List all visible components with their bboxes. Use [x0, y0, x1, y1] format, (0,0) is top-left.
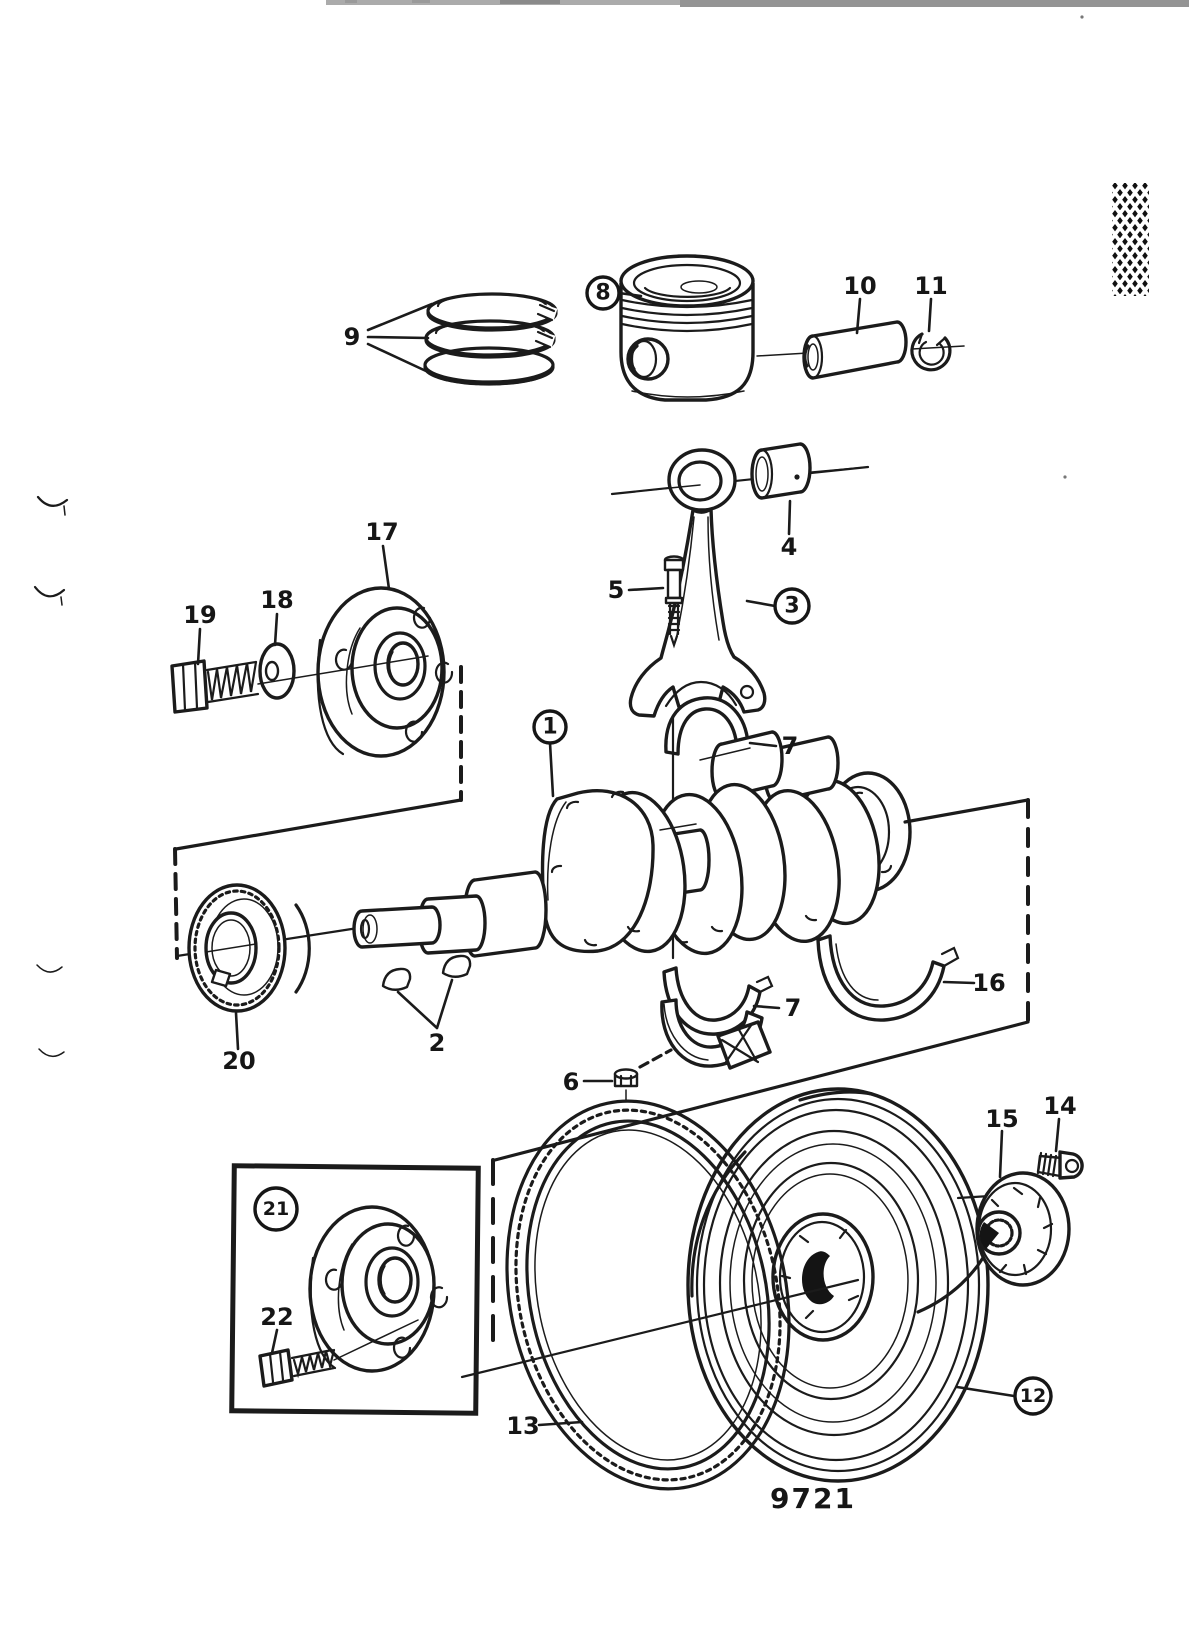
svg-text:18: 18 [260, 586, 293, 614]
callout-21: 21 [253, 1186, 299, 1232]
pulley-washer [258, 642, 296, 700]
callout-12: 12 [1013, 1376, 1053, 1416]
rod-axis-over2 [811, 466, 869, 473]
callout-20: 20 [222, 1047, 255, 1075]
svg-text:20: 20 [222, 1047, 255, 1075]
piston-pin-axis [756, 352, 809, 357]
piston-rings [423, 292, 558, 386]
svg-text:14: 14 [1043, 1092, 1076, 1120]
callout-22: 22 [260, 1303, 293, 1331]
piston-pin [802, 320, 908, 380]
callout-15: 15 [985, 1105, 1018, 1133]
edge-hatch-block [1112, 183, 1149, 296]
svg-text:6: 6 [563, 1068, 580, 1096]
woodruff-keys [381, 954, 472, 991]
callout-19: 19 [183, 601, 216, 629]
callout-16: 16 [972, 969, 1005, 997]
callout-6: 6 [563, 1068, 580, 1096]
box-pulley-axis [333, 1319, 419, 1361]
callout-9: 9 [344, 323, 361, 351]
callout-11: 11 [914, 272, 947, 300]
crankshaft [352, 730, 912, 958]
connecting-rod [628, 448, 767, 718]
callout-leader-lines [196, 291, 1061, 1427]
svg-text:3: 3 [784, 594, 799, 619]
circlip [910, 332, 952, 372]
svg-text:1: 1 [542, 715, 557, 740]
ring-gear [505, 1099, 791, 1491]
svg-text:7: 7 [782, 732, 799, 760]
rod-axis-over [639, 484, 701, 492]
flywheel-panel-lines [460, 1020, 1030, 1379]
svg-text:19: 19 [183, 601, 216, 629]
callout-2: 2 [429, 1029, 446, 1057]
callout-8: 8 [585, 275, 621, 311]
callout-10: 10 [843, 272, 876, 300]
explode-panel-lines [173, 665, 1030, 1024]
box-pulley [308, 1205, 449, 1373]
flywheel-hub [956, 1171, 1071, 1287]
box-pulley-bolt [258, 1348, 336, 1388]
svg-text:22: 22 [260, 1303, 293, 1331]
gear-axis-over [205, 943, 257, 953]
svg-text:17: 17 [365, 518, 398, 546]
svg-text:10: 10 [843, 272, 876, 300]
piston [619, 254, 755, 402]
callout-7: 7 [782, 732, 799, 760]
svg-text:11: 11 [914, 272, 947, 300]
callout-5: 5 [608, 576, 625, 604]
svg-text:9: 9 [344, 323, 361, 351]
pulley-axis-line [257, 655, 429, 685]
svg-text:8: 8 [595, 281, 610, 306]
rod-bearing-shell-lower [662, 966, 774, 1036]
timing-gear [187, 883, 311, 1013]
scan-edge-artifacts [326, 0, 1189, 479]
cap-nut [613, 1068, 639, 1101]
hub-bolt [1036, 1150, 1084, 1180]
callout-13: 13 [506, 1412, 539, 1440]
svg-text:2: 2 [429, 1029, 446, 1057]
pulley-bolt [170, 659, 260, 714]
crankshaft-pulley [316, 586, 454, 758]
main-bearing-shell-16 [816, 934, 960, 1022]
pulley-assembly-box [229, 1163, 481, 1416]
drawing-number: 9721 [770, 1482, 856, 1515]
rod-bearing-cap [660, 998, 772, 1070]
callout-7: 7 [785, 994, 802, 1022]
callout-14: 14 [1043, 1092, 1076, 1120]
page-margin-curl-marks [33, 495, 69, 1058]
callout-4: 4 [781, 533, 798, 561]
small-end-bushing [750, 442, 812, 500]
svg-text:12: 12 [1020, 1385, 1046, 1407]
svg-text:13: 13 [506, 1412, 539, 1440]
crank-flange-panel-line [903, 798, 1030, 824]
callout-18: 18 [260, 586, 293, 614]
callout-1: 1 [532, 709, 568, 745]
svg-text:16: 16 [972, 969, 1005, 997]
svg-text:15: 15 [985, 1105, 1018, 1133]
svg-text:5: 5 [608, 576, 625, 604]
nut-dashed-leader [638, 1048, 673, 1069]
callout-3: 3 [773, 587, 811, 625]
rod-bolt [663, 555, 685, 649]
svg-text:21: 21 [263, 1198, 289, 1220]
callout-17: 17 [365, 518, 398, 546]
svg-text:4: 4 [781, 533, 798, 561]
svg-text:7: 7 [785, 994, 802, 1022]
